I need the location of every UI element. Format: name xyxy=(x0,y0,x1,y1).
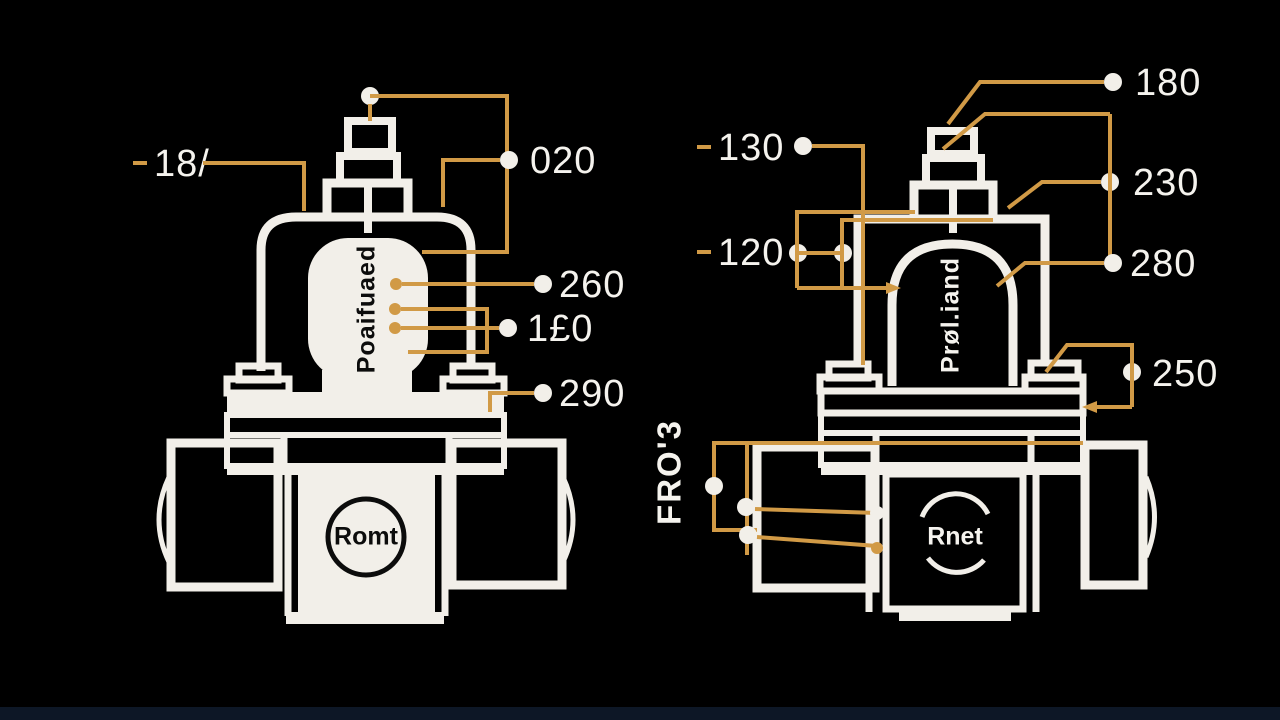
callout-label-260: 260 xyxy=(559,264,625,306)
right-pedestal-foot xyxy=(899,609,1011,621)
leader-dot xyxy=(737,498,755,516)
callout-label-020: 020 xyxy=(530,140,596,182)
leader-line-230 xyxy=(1006,180,1101,210)
left-body-right xyxy=(408,212,476,363)
leader-line-020 xyxy=(370,94,509,254)
left-ear-right-base xyxy=(439,375,508,397)
left-cap-top xyxy=(344,117,396,156)
leader-arrowhead xyxy=(886,282,901,294)
callout-label-230: 230 xyxy=(1133,162,1199,204)
callout-label-180: 180 xyxy=(1135,62,1201,104)
left-device: Poaifuaed Romt xyxy=(156,117,576,624)
connector-line-a xyxy=(754,507,878,515)
leader-dot-orange xyxy=(389,322,401,334)
callout-label-1x0: 1£0 xyxy=(527,308,593,350)
right-body-right xyxy=(993,214,1050,366)
leader-dot-orange xyxy=(390,278,402,290)
callout-label-130: 130 xyxy=(718,127,784,169)
callout-label-18: 18/ xyxy=(154,143,210,185)
leader-line-290 xyxy=(488,391,534,412)
leader-line-18 xyxy=(203,161,306,211)
left-device-callouts: 18/ 020 260 1£0 290 xyxy=(133,87,625,415)
leader-dot-orange xyxy=(871,542,883,554)
leader-line-120-b xyxy=(840,218,993,288)
right-flange-band-a xyxy=(817,387,1087,417)
left-port-circle xyxy=(325,496,407,578)
leader-line-020-branch xyxy=(441,158,500,207)
right-port-arc-top xyxy=(919,491,991,518)
leader-line-250 xyxy=(1044,343,1134,407)
leader-dot xyxy=(500,151,518,169)
left-pedestal-foot xyxy=(286,612,444,624)
callout-label-250: 250 xyxy=(1152,353,1218,395)
right-port-arc-bottom xyxy=(926,556,986,575)
leader-dot xyxy=(499,319,517,337)
right-core-dome xyxy=(887,239,1018,386)
leader-dot xyxy=(534,275,552,293)
left-wing-left xyxy=(166,438,283,592)
leader-dot xyxy=(1104,73,1122,91)
right-wing-right-arc xyxy=(1143,476,1157,558)
leader-dot xyxy=(794,137,812,155)
leader-dot xyxy=(1104,254,1122,272)
left-core-base xyxy=(322,370,412,394)
leader-dot xyxy=(739,526,757,544)
left-wing-right-arc xyxy=(560,475,576,564)
right-wing-right xyxy=(1080,440,1148,590)
leader-line-120-a xyxy=(795,210,915,288)
leader-line-130 xyxy=(812,144,865,365)
left-core-text: Poaifuaed xyxy=(353,245,381,373)
left-port-text: Romt xyxy=(334,523,399,551)
left-body-left xyxy=(256,212,327,371)
left-wing-right xyxy=(447,438,567,590)
right-device: Prøl.iand Rnet xyxy=(752,127,1157,621)
left-pedestal-face xyxy=(298,466,435,612)
right-device-callouts: FRO'3 130 120 180 230 280 250 xyxy=(651,62,1218,555)
side-text-fro3: FRO'3 xyxy=(651,419,688,525)
leader-dot xyxy=(534,384,552,402)
leader-dot xyxy=(705,477,723,495)
connector-line-b xyxy=(756,535,878,548)
left-core-blob xyxy=(308,238,428,379)
leader-line-hook xyxy=(401,307,489,354)
callout-label-290: 290 xyxy=(559,373,625,415)
leader-dot-orange xyxy=(389,303,401,315)
callout-label-120: 120 xyxy=(718,232,784,274)
bottom-edge-bar xyxy=(0,707,1280,720)
right-core-text: Prøl.iand xyxy=(937,257,965,373)
leader-line-280 xyxy=(995,261,1104,288)
left-wing-left-arc xyxy=(156,475,172,564)
leader-dot xyxy=(870,506,884,520)
right-port-text: Rnet xyxy=(927,523,983,551)
left-ear-left-base xyxy=(223,375,293,397)
leader-line-230-riser xyxy=(941,112,1112,263)
left-flange-band-a xyxy=(227,392,504,415)
callout-label-280: 280 xyxy=(1130,243,1196,285)
leader-line-180 xyxy=(946,80,1104,126)
leader-arrowhead xyxy=(1082,401,1097,413)
